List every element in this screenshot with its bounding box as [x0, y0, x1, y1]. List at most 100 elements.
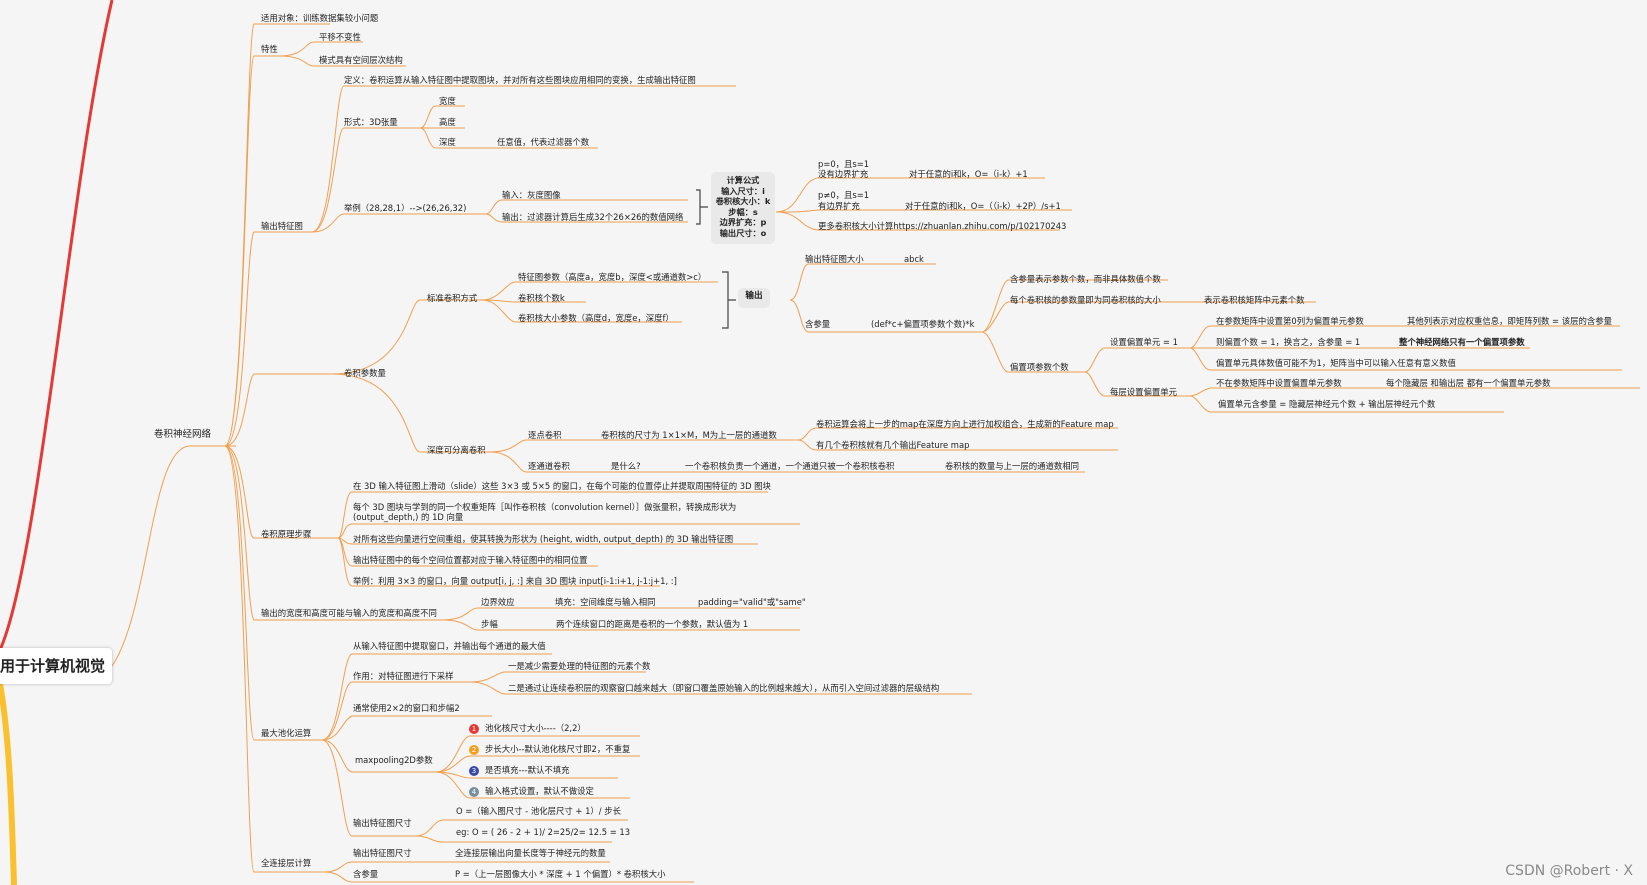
maxpool-params-node[interactable]: maxpooling2D参数: [355, 755, 433, 765]
maxpool-param-text: 步长大小--默认池化核尺寸即2，不重复: [485, 744, 631, 754]
formula-box[interactable]: 计算公式 输入尺寸：i 卷积核大小：k 步幅：s 边界扩充：p 输出尺寸：o: [711, 172, 775, 244]
applicable-node[interactable]: 适用对象：训练数据集较小问题: [261, 13, 379, 23]
formula-box-title: 计算公式: [726, 175, 760, 185]
stride-desc[interactable]: 两个连续窗口的距离是卷积的一个参数，默认值为 1: [556, 619, 749, 629]
fc-params-node[interactable]: 含参量: [353, 869, 379, 879]
formula-cond[interactable]: p≠0，且s=1: [818, 190, 870, 200]
main-topic[interactable]: 卷积神经网络: [154, 429, 212, 440]
pointwise-desc[interactable]: 卷积核的尺寸为 1×1×M，M为上一层的通道数: [601, 430, 777, 440]
maxpool-param[interactable]: 2 步长大小--默认池化核尺寸即2，不重复: [469, 744, 630, 755]
standard-item[interactable]: 特征图参数（高度a，宽度b，深度<或通道数>c）: [518, 272, 707, 282]
bias-node[interactable]: 偏置项参数个数: [1010, 362, 1069, 372]
formula-cond[interactable]: p=0，且s=1: [818, 159, 870, 169]
maxpool-out-formula[interactable]: O =（输入图尺寸 - 池化层尺寸 + 1）/ 步长: [456, 806, 622, 816]
principle-step[interactable]: 对所有这些向量进行空间重组，使其转换为形状为 (height, width, o…: [353, 534, 734, 544]
form-item[interactable]: 深度: [439, 137, 456, 147]
formula-box-line: 边界扩充：p: [719, 217, 767, 227]
principle-step[interactable]: 在 3D 输入特征图上滑动（slide）这些 3×3 或 5×5 的窗口，在每个…: [353, 481, 771, 491]
bias-item[interactable]: 不在参数矩阵中设置偏置单元参数: [1216, 378, 1342, 388]
padding-value[interactable]: padding="valid"或"same": [698, 597, 806, 607]
principle-node[interactable]: 卷积原理步骤: [261, 529, 312, 539]
formula-box-line: 步幅：s: [728, 206, 758, 217]
principle-step[interactable]: 举例：利用 3×3 的窗口，向量 output[i, j, :] 来自 3D 图…: [353, 576, 677, 586]
bias-set-one-node[interactable]: 设置偏置单元 = 1: [1110, 337, 1178, 347]
formula-cond[interactable]: 没有边界扩充: [818, 169, 869, 179]
fc-out-size-node[interactable]: 输出特征图尺寸: [353, 848, 412, 858]
param-count-node[interactable]: 含参量: [805, 319, 831, 329]
depthwise-node[interactable]: 逐通道卷积: [528, 461, 570, 471]
depthwise-note[interactable]: 卷积核的数量与上一层的通道数相同: [945, 461, 1079, 471]
formula-value[interactable]: 对于任意的i和k，O=（i-k）+1: [909, 169, 1028, 179]
bias-note[interactable]: 整个神经网络只有一个偏置项参数: [1399, 337, 1525, 347]
features-node[interactable]: 特性: [261, 44, 278, 54]
watermark: CSDN @Robert · X: [1505, 863, 1633, 879]
number-3-icon: 3: [469, 765, 479, 776]
standard-conv-node[interactable]: 标准卷积方式: [427, 293, 478, 303]
border-effect-node[interactable]: 边界效应: [481, 597, 515, 607]
bias-note[interactable]: 每个隐藏层 和输出层 都有一个偏置单元参数: [1386, 378, 1551, 388]
param-count-formula[interactable]: (def*c+偏置项参数个数)*k: [871, 319, 975, 329]
bias-item[interactable]: 在参数矩阵中设置第0列为偏置单元参数: [1216, 316, 1364, 326]
conv-params-node[interactable]: 卷积参数量: [344, 368, 386, 378]
example-input[interactable]: 输入：灰度图像: [502, 190, 561, 200]
maxpool-out-size-node[interactable]: 输出特征图尺寸: [353, 818, 412, 828]
formula-value[interactable]: 对于任意的i和k，O=（（i-k）+2P）/s+1: [905, 201, 1061, 211]
bias-per-layer-node[interactable]: 每层设置偏置单元: [1110, 387, 1177, 397]
more-link[interactable]: 更多卷积核大小计算https://zhuanlan.zhihu.com/p/10…: [818, 221, 1067, 231]
bias-item[interactable]: 偏置单元含参量 = 隐藏层神经元个数 + 输出层神经元个数: [1218, 399, 1436, 409]
principle-step[interactable]: 每个 3D 图块与学到的同一个权重矩阵［叫作卷积核（convolution ke…: [353, 502, 737, 522]
bias-item[interactable]: 偏置单元具体数值可能不为1，矩阵当中可以输入任意有意义数值: [1216, 358, 1456, 368]
border-fill[interactable]: 填充：空间维度与输入相同: [555, 597, 656, 607]
max-pool-node[interactable]: 最大池化运算: [261, 728, 312, 738]
formula-box-line: 输入尺寸：i: [721, 185, 765, 196]
fc-out-size-value[interactable]: 全连接层输出向量长度等于神经元的数量: [455, 848, 606, 858]
pointwise-note[interactable]: 卷积运算会将上一步的map在深度方向上进行加权组合，生成新的Feature ma…: [816, 419, 1114, 429]
example-node[interactable]: 举例（28,28,1）-->(26,26,32): [344, 203, 467, 213]
definition-node[interactable]: 定义：卷积运算从输入特征图中提取图块，并对所有这些图块应用相同的变换，生成输出特…: [344, 75, 696, 85]
example-output[interactable]: 输出：过滤器计算后生成32个26×26的数值网络: [502, 212, 684, 222]
purpose-item[interactable]: 一是减少需要处理的特征图的元素个数: [508, 661, 651, 671]
max-pool-extract[interactable]: 从输入特征图中提取窗口，并输出每个通道的最大值: [353, 641, 546, 651]
form-node[interactable]: 形式：3D张量: [344, 117, 398, 127]
formula-box-line: 卷积核大小：k: [715, 196, 771, 206]
number-1-icon: 1: [469, 723, 479, 734]
maxpool-param-text: 输入格式设置，默认不做设定: [485, 786, 594, 796]
max-pool-purpose[interactable]: 作用：对特征图进行下采样: [353, 671, 454, 681]
param-note[interactable]: 含参量表示参数个数，而非具体数值个数: [1010, 274, 1161, 284]
form-item[interactable]: 高度: [439, 117, 456, 127]
pointwise-note[interactable]: 有几个卷积核就有几个输出Feature map: [816, 440, 970, 450]
feature-item[interactable]: 平移不变性: [319, 32, 361, 42]
formula-cond[interactable]: 有边界扩充: [818, 201, 860, 211]
bias-item[interactable]: 则偏置个数 = 1，换言之，含参量 = 1: [1216, 337, 1361, 347]
param-note[interactable]: 表示卷积核矩阵中元素个数: [1204, 295, 1305, 305]
output-feature-map-node[interactable]: 输出特征图: [261, 221, 303, 231]
purpose-item[interactable]: 二是通过让连续卷积层的观察窗口越来越大（即窗口覆盖原始输入的比例越来越大），从而…: [508, 683, 940, 693]
root-node[interactable]: 用于计算机视觉: [0, 648, 112, 684]
fc-params-value[interactable]: P =（上一层图像大小 * 深度 + 1 个偏置）* 卷积核大小: [455, 869, 666, 879]
standard-item[interactable]: 卷积核个数k: [518, 293, 565, 303]
depthwise-q[interactable]: 是什么?: [611, 461, 641, 471]
standard-item[interactable]: 卷积核大小参数（高度d，宽度e，深度f）: [518, 313, 674, 323]
fc-node[interactable]: 全连接层计算: [261, 858, 312, 868]
feature-item[interactable]: 模式具有空间层次结构: [319, 55, 403, 65]
bias-note[interactable]: 其他列表示对应权重信息，即矩阵列数 = 该层的含参量: [1407, 316, 1612, 326]
pointwise-node[interactable]: 逐点卷积: [528, 430, 562, 440]
output-size-diff-node[interactable]: 输出的宽度和高度可能与输入的宽度和高度不同: [261, 608, 437, 618]
form-item[interactable]: 宽度: [439, 96, 456, 106]
stride-node[interactable]: 步幅: [481, 619, 498, 629]
output-size-node[interactable]: 输出特征图大小: [805, 254, 864, 264]
output-box[interactable]: 输出: [738, 288, 770, 308]
maxpool-out-example[interactable]: eg: O = ( 26 - 2 + 1)/ 2=25/2= 12.5 = 13: [456, 827, 631, 837]
number-2-icon: 2: [469, 744, 479, 755]
depth-note[interactable]: 任意值，代表过滤器个数: [497, 137, 590, 147]
principle-step[interactable]: 输出特征图中的每个空间位置都对应于输入特征图中的相同位置: [353, 555, 588, 565]
separable-conv-node[interactable]: 深度可分离卷积: [427, 445, 486, 455]
depthwise-desc[interactable]: 一个卷积核负责一个通道，一个通道只被一个卷积核卷积: [685, 461, 895, 471]
max-pool-usual[interactable]: 通常使用2×2的窗口和步幅2: [353, 703, 460, 713]
output-size-value[interactable]: abck: [904, 254, 924, 264]
param-note[interactable]: 每个卷积核的参数量即为同卷积核的大小: [1010, 295, 1161, 305]
